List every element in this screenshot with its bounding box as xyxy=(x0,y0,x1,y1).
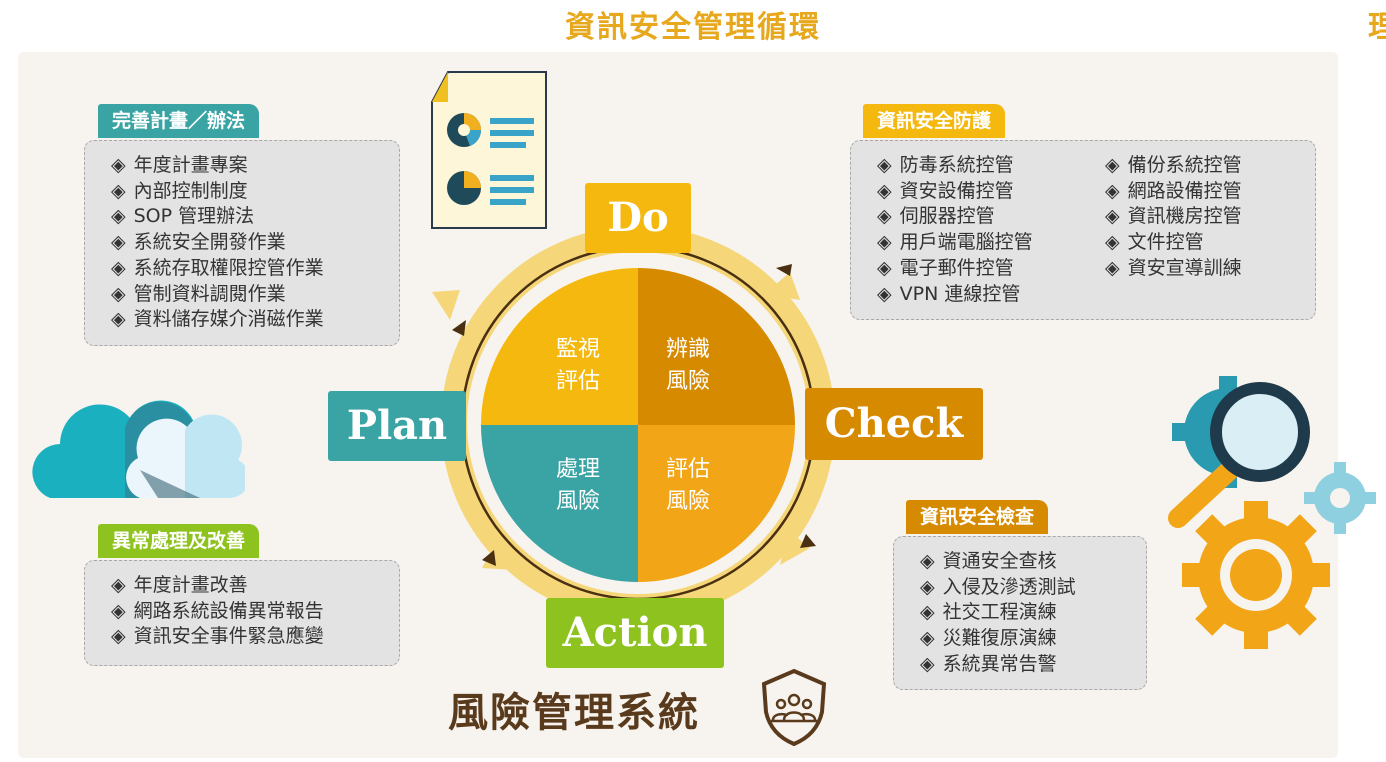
action-list-item: 資訊安全事件緊急應變 xyxy=(111,624,389,650)
pdca-do: Do xyxy=(585,183,691,253)
action-list-item: 網路系統設備異常報告 xyxy=(111,599,389,625)
pdca-check: Check xyxy=(805,388,983,460)
plan-panel: 年度計畫專案內部控制制度SOP 管理辦法系統安全開發作業系統存取權限控管作業管制… xyxy=(84,140,400,346)
check-panel-tag: 資訊安全檢查 xyxy=(906,500,1049,534)
plan-list-item: 內部控制制度 xyxy=(111,179,389,205)
quadrant-monitor-assess: 監視 評估 xyxy=(555,337,600,394)
plan-list-item: 系統存取權限控管作業 xyxy=(111,256,389,282)
page-title: 資訊安全管理循環 xyxy=(565,10,821,45)
quadrant-assess-risk: 評估 風險 xyxy=(665,457,710,514)
check-panel: 資通安全查核入侵及滲透測試社交工程演練災難復原演練系統異常告警 xyxy=(893,536,1147,690)
quadrant-identify-risk: 辨識 風險 xyxy=(665,337,710,394)
magnifier-gears-icon xyxy=(1168,376,1376,649)
check-list-item: 災難復原演練 xyxy=(920,626,1136,652)
protect-list-item: 伺服器控管 xyxy=(877,204,1105,230)
title-edge-fragment: 理 xyxy=(1368,10,1386,45)
document-chart-icon xyxy=(431,71,547,229)
check-list-item: 入侵及滲透測試 xyxy=(920,575,1136,601)
plan-list-item: 年度計畫專案 xyxy=(111,153,389,179)
protect-list-item: 網路設備控管 xyxy=(1105,179,1305,205)
action-list-item: 年度計畫改善 xyxy=(111,573,389,599)
protect-list-item: VPN 連線控管 xyxy=(877,282,1105,308)
protect-list-item: 電子郵件控管 xyxy=(877,256,1105,282)
protect-panel: 防毒系統控管備份系統控管資安設備控管網路設備控管伺服器控管資訊機房控管用戶端電腦… xyxy=(850,140,1316,320)
protect-list-item: 備份系統控管 xyxy=(1105,153,1305,179)
check-list-item: 社交工程演練 xyxy=(920,600,1136,626)
risk-management-title: 風險管理系統 xyxy=(448,690,700,736)
plan-list-item: SOP 管理辦法 xyxy=(111,204,389,230)
quadrant-treat-risk: 處理 風險 xyxy=(555,457,600,514)
protect-list-item: 資訊機房控管 xyxy=(1105,204,1305,230)
protect-list-item: 資安宣導訓練 xyxy=(1105,256,1305,282)
pdca-cycle xyxy=(432,230,835,620)
check-list-item: 系統異常告警 xyxy=(920,652,1136,678)
shield-people-icon xyxy=(761,668,827,746)
protect-list-item: 文件控管 xyxy=(1105,230,1305,256)
protect-list-item: 防毒系統控管 xyxy=(877,153,1105,179)
action-panel-tag: 異常處理及改善 xyxy=(98,524,260,558)
protect-list-item: 資安設備控管 xyxy=(877,179,1105,205)
plan-panel-tag: 完善計畫／辦法 xyxy=(98,104,260,138)
action-panel: 年度計畫改善網路系統設備異常報告資訊安全事件緊急應變 xyxy=(84,560,400,666)
plan-list-item: 資料儲存媒介消磁作業 xyxy=(111,307,389,333)
protect-list-item: 用戶端電腦控管 xyxy=(877,230,1105,256)
check-list-item: 資通安全查核 xyxy=(920,549,1136,575)
cloud-icon xyxy=(32,400,245,498)
pdca-plan: Plan xyxy=(328,391,466,461)
pdca-action: Action xyxy=(546,598,724,668)
plan-list-item: 管制資料調閱作業 xyxy=(111,282,389,308)
protect-panel-tag: 資訊安全防護 xyxy=(863,104,1006,138)
plan-list-item: 系統安全開發作業 xyxy=(111,230,389,256)
